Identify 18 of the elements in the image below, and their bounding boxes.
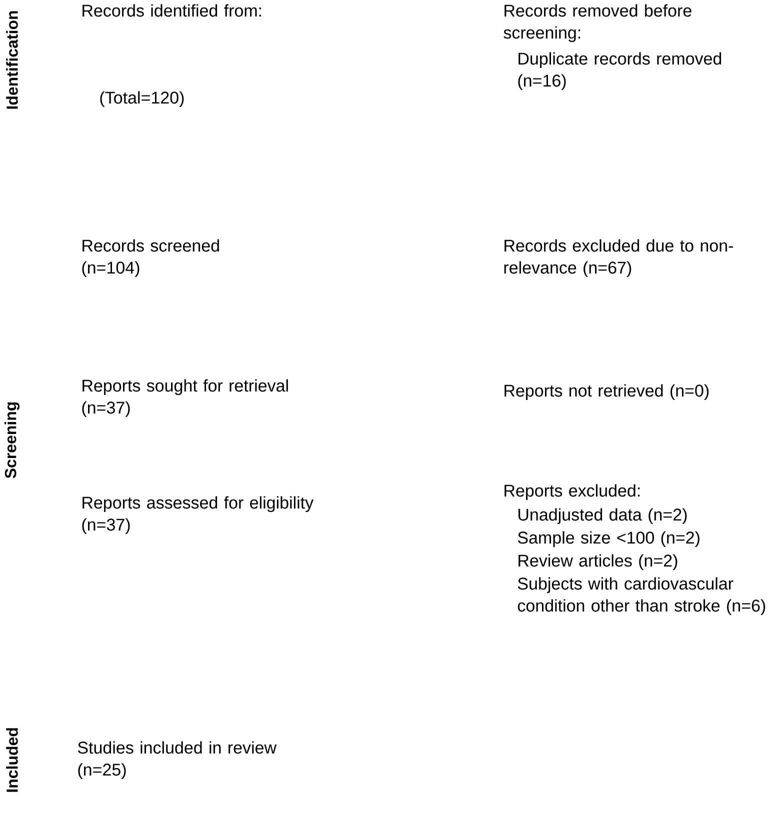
section-label: Screening [4,402,20,478]
flow-text: Sample size <100 (n=2) [518,531,700,548]
flow-text: Unadjusted data (n=2) [518,508,687,524]
flow-text: Reports not retrieved (n=0) [504,384,709,400]
flow-text: Reports excluded: [504,484,640,500]
flow-text: Studies included in review (n=25) [78,741,277,780]
flow-text: Records excluded due to non-relevance (n=67) [504,239,733,278]
flow-text: Reports assessed for eligibility (n=37) [82,496,314,534]
flow-text: Reports sought for retrieval (n=37) [82,379,288,418]
flow-text: Records identified from: [82,4,261,17]
flow-text: Duplicate records removed (n=16) [518,52,722,90]
flow-text: (Total=120) [100,91,184,108]
flow-text: Subjects with cardiovascular condition other than stroke (n=6) [518,577,766,616]
flow-text: Review articles (n=2) [518,554,678,570]
flow-text: Records removed before screening: [504,4,692,42]
flow-text: Records screened (n=104) [82,239,219,278]
section-label: Identification [6,11,18,109]
section-label: Included [6,728,18,792]
